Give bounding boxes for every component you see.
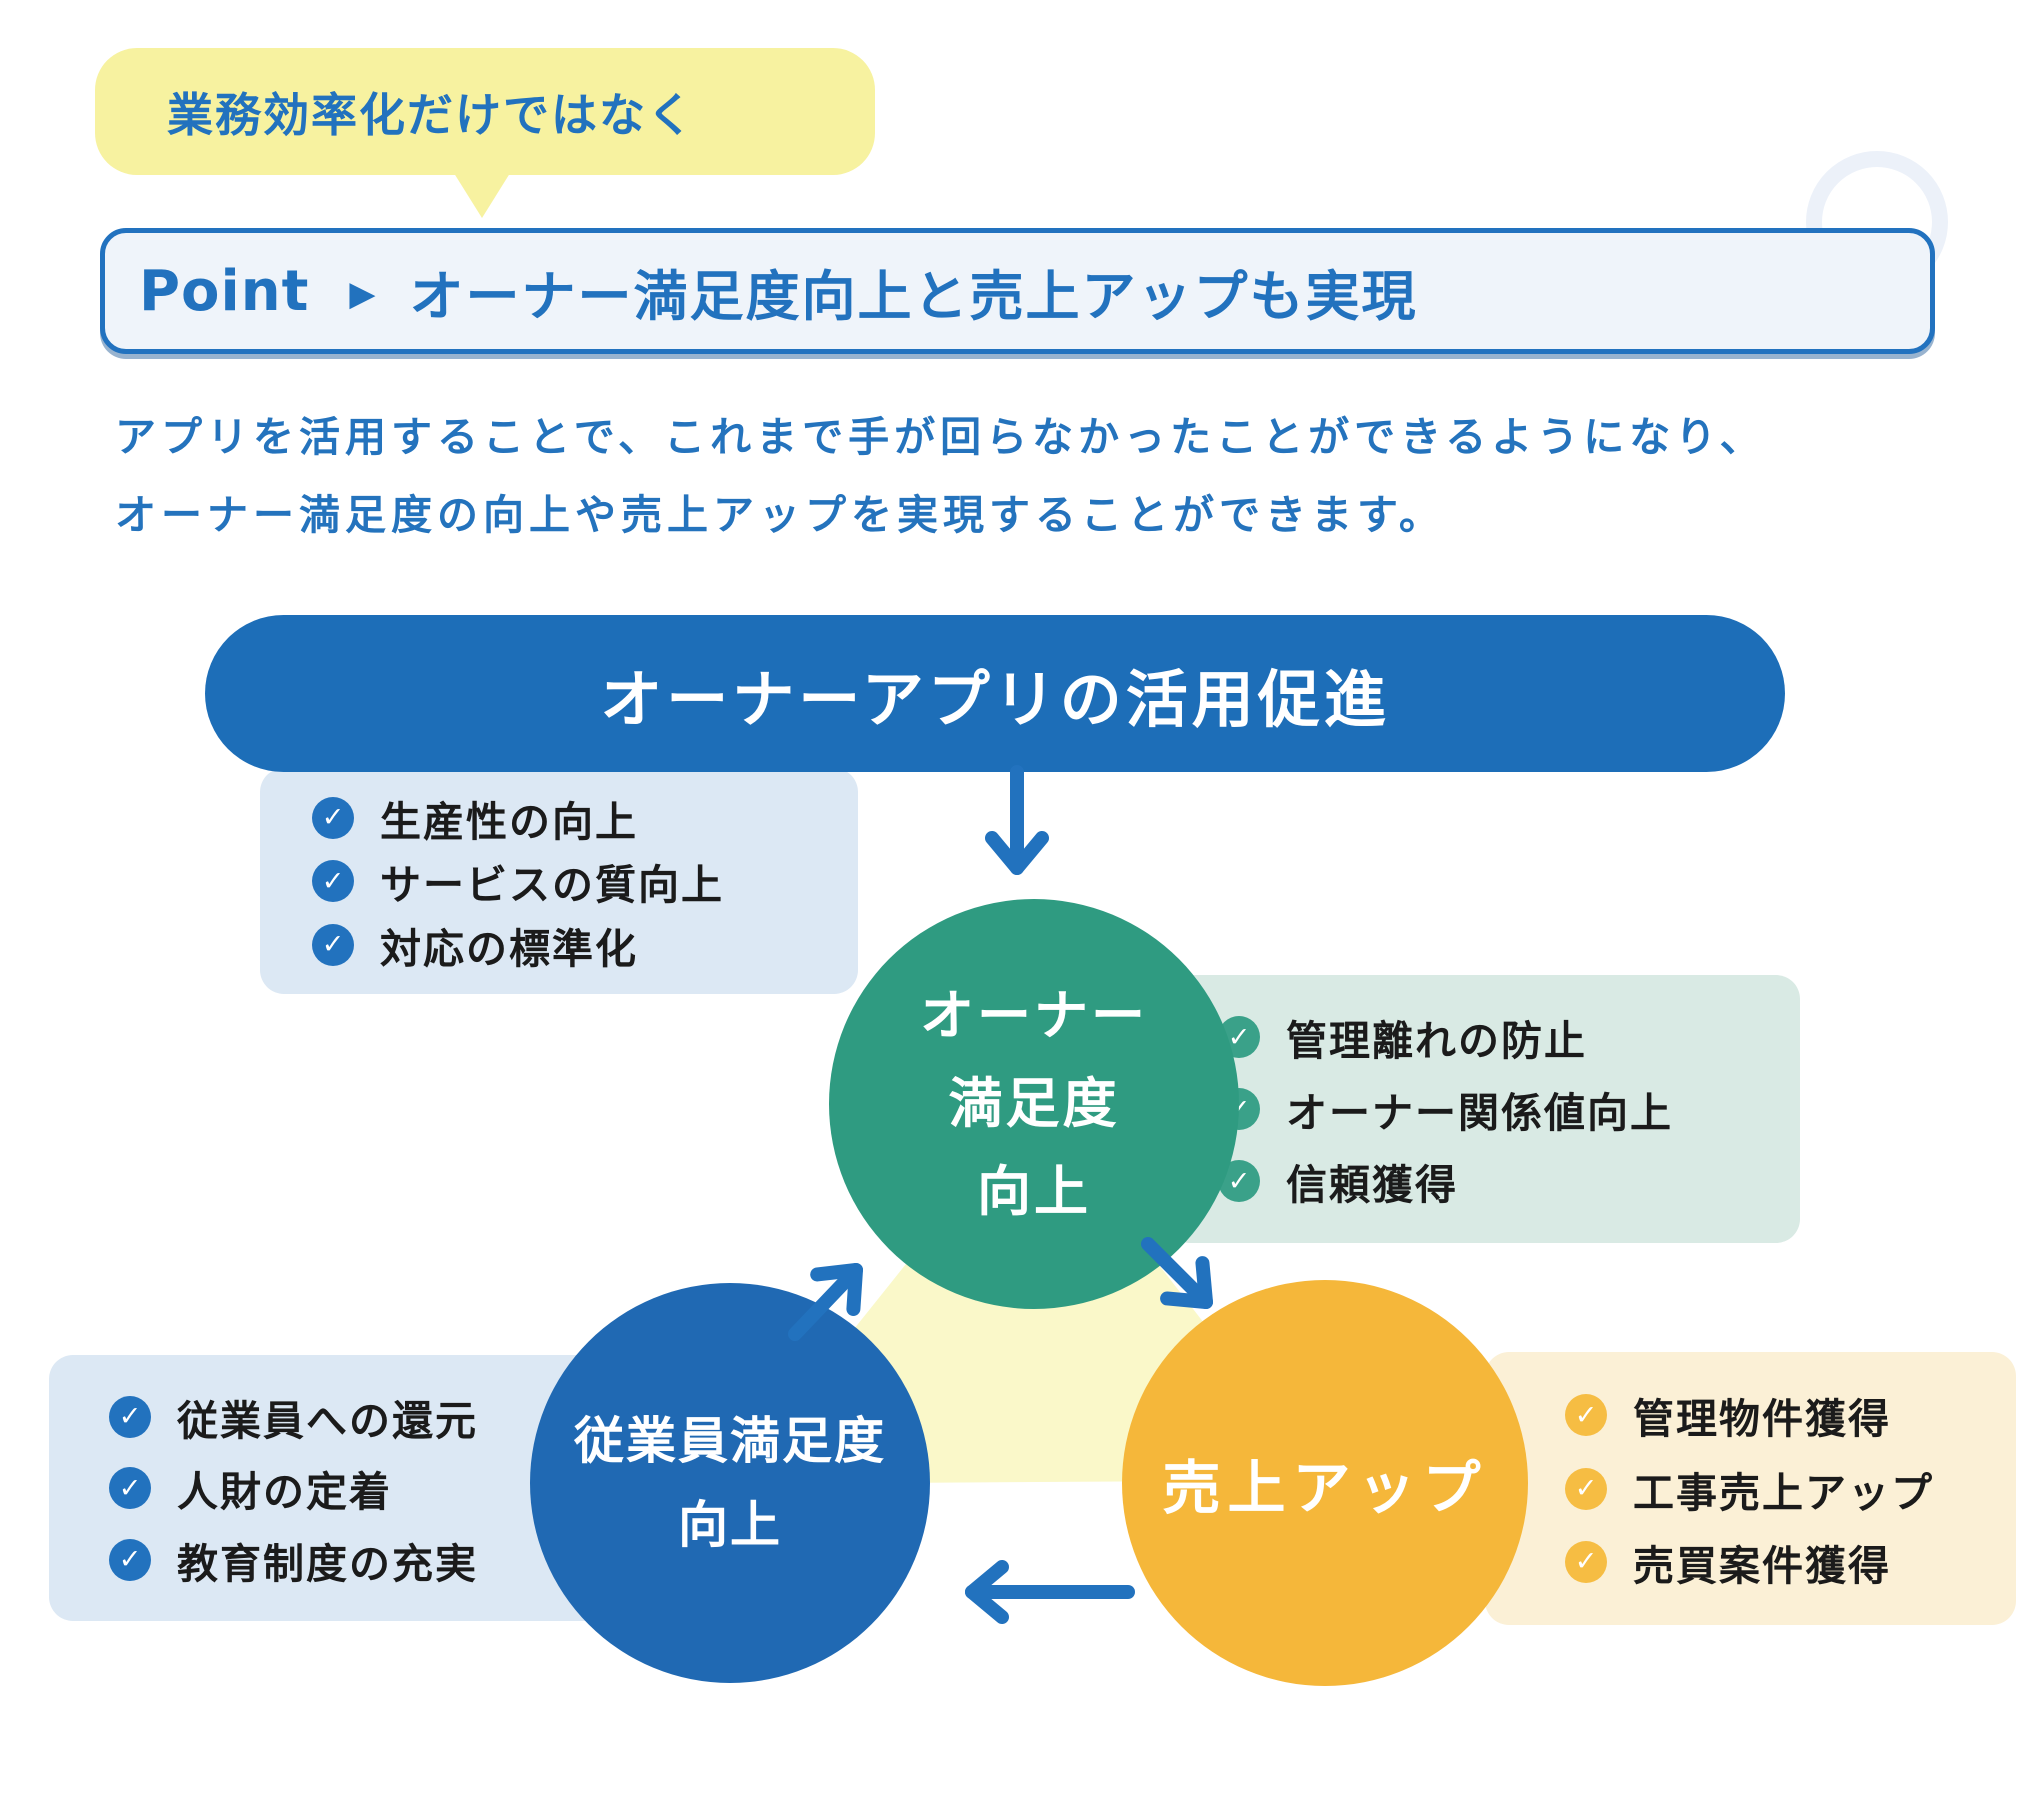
check-icon: ✓ <box>1565 1394 1607 1437</box>
check-icon: ✓ <box>312 923 354 966</box>
triangle-right-icon: ▶ <box>349 274 376 314</box>
circle-text-line: オーナー <box>920 984 1148 1047</box>
sales-up-circle: 売上アップ <box>1122 1280 1528 1686</box>
list-item: ✓ 人財の定着 <box>109 1458 860 1518</box>
point-callout: Point ▶ オーナー満足度向上と売上アップも実現 <box>100 228 1935 354</box>
speech-bubble-text: 業務効率化だけではなく <box>167 87 695 142</box>
intro-line-1: アプリを活用することで、これまで手が回らなかったことができるようになり、 <box>115 413 1766 461</box>
list-item: ✓ 信頼獲得 <box>1218 1151 1800 1211</box>
list-item-label: サービスの質向上 <box>380 861 724 909</box>
list-item-label: 対応の標準化 <box>380 924 638 973</box>
list-item-label: 管理離れの防止 <box>1286 1017 1587 1065</box>
speech-bubble: 業務効率化だけではなく <box>95 48 875 175</box>
point-text: オーナー満足度向上と売上アップも実現 <box>409 264 1418 328</box>
app-benefits-list: ✓ 生産性の向上 ✓ サービスの質向上 ✓ 対応の標準化 <box>260 768 858 994</box>
circle-text-line: 満足度 <box>948 1072 1120 1135</box>
list-item: ✓ 工事売上アップ <box>1565 1459 2016 1519</box>
check-icon: ✓ <box>1565 1467 1607 1510</box>
check-icon: ✓ <box>109 1467 151 1509</box>
owner-satisfaction-circle: オーナー 満足度 向上 <box>829 899 1239 1309</box>
list-item: ✓ 生産性の向上 <box>312 788 858 848</box>
list-item: ✓ 管理離れの防止 <box>1218 1007 1800 1067</box>
circle-text-line: 向上 <box>678 1496 782 1554</box>
list-item-label: オーナー関係値向上 <box>1286 1089 1673 1137</box>
employee-satisfaction-circle: 従業員満足度 向上 <box>530 1283 930 1683</box>
list-item-label: 信頼獲得 <box>1286 1161 1458 1209</box>
list-item: ✓ サービスの質向上 <box>312 851 858 911</box>
check-icon: ✓ <box>312 860 354 902</box>
list-item: ✓ 従業員への還元 <box>109 1387 860 1447</box>
circle-text-line: 向上 <box>977 1160 1091 1223</box>
check-icon: ✓ <box>109 1538 151 1581</box>
list-item-label: 従業員への還元 <box>177 1396 478 1445</box>
circle-text-line: 売上アップ <box>1162 1454 1488 1522</box>
list-item-label: 人財の定着 <box>177 1468 392 1516</box>
owner-satisfaction-list: ✓ 管理離れの防止 ✓ オーナー関係値向上 ✓ 信頼獲得 <box>1166 975 1800 1243</box>
list-item-label: 教育制度の充実 <box>177 1539 478 1588</box>
intro-line-2: オーナー満足度の向上や売上アップを実現することができます。 <box>115 491 1445 539</box>
list-item: ✓ オーナー関係値向上 <box>1218 1079 1800 1139</box>
intro-paragraph: アプリを活用することで、これまで手が回らなかったことができるようになり、 オーナ… <box>115 398 1766 554</box>
circle-text-line: 従業員満足度 <box>574 1412 886 1470</box>
list-item: ✓ 教育制度の充実 <box>109 1530 860 1590</box>
point-label: Point <box>139 258 310 324</box>
list-item-label: 工事売上アップ <box>1633 1468 1934 1517</box>
list-item-label: 売買案件獲得 <box>1633 1541 1891 1590</box>
check-icon: ✓ <box>312 796 354 839</box>
list-item-label: 管理物件獲得 <box>1633 1395 1891 1444</box>
speech-bubble-tail <box>452 170 512 218</box>
title-banner: オーナーアプリの活用促進 <box>205 615 1785 772</box>
list-item: ✓ 管理物件獲得 <box>1565 1385 2016 1445</box>
check-icon: ✓ <box>109 1395 151 1438</box>
check-icon: ✓ <box>1565 1540 1607 1583</box>
list-item-label: 生産性の向上 <box>380 797 638 846</box>
list-item: ✓ 対応の標準化 <box>312 915 858 975</box>
sales-up-list: ✓ 管理物件獲得 ✓ 工事売上アップ ✓ 売買案件獲得 <box>1485 1352 2016 1625</box>
list-item: ✓ 売買案件獲得 <box>1565 1532 2016 1592</box>
check-icon: ✓ <box>1218 1160 1260 1202</box>
title-banner-text: オーナーアプリの活用促進 <box>600 662 1390 736</box>
